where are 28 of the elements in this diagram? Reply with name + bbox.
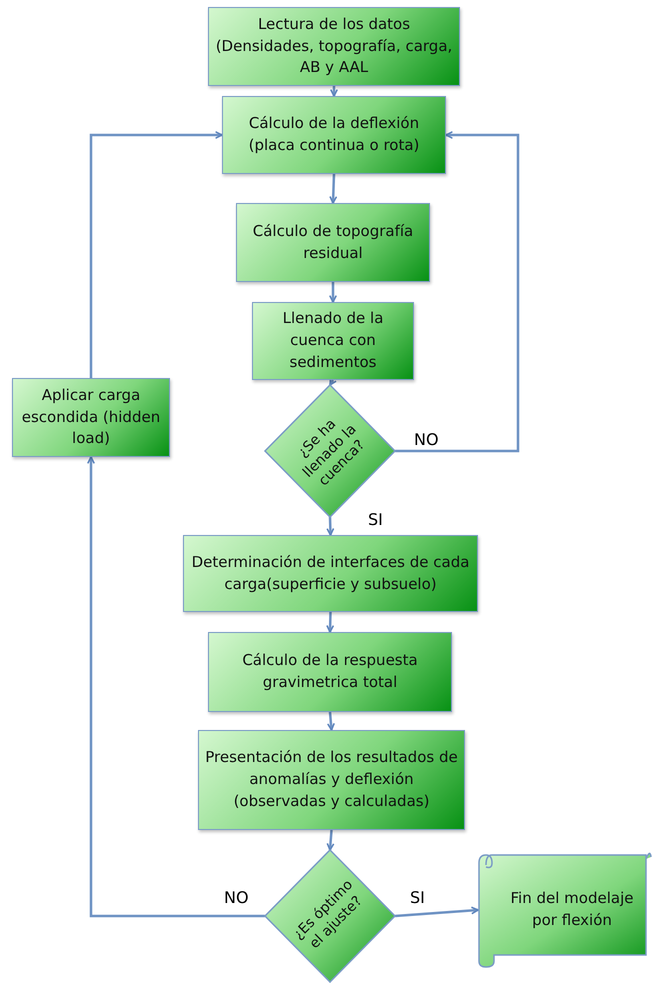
arrow — [329, 174, 338, 204]
node-text: Fin del modelaje por flexión — [510, 888, 634, 931]
arrow — [90, 131, 223, 378]
node-text: Cálculo de la respuesta gravimetrica total — [241, 650, 419, 693]
arrow — [395, 131, 520, 452]
node-text: Determinación de interfaces de cada carga(superficie y subsuelo) — [190, 552, 470, 594]
node-text: Cálculo de topografía residual — [252, 220, 414, 264]
arrow — [326, 830, 334, 851]
process-box — [208, 7, 460, 86]
arrow — [329, 282, 337, 303]
process-box — [198, 730, 465, 830]
arrow — [330, 86, 338, 97]
process-box — [222, 96, 446, 174]
process-box — [252, 302, 414, 380]
node-text: Cálculo de la deflexión (placa continua o rota) — [248, 113, 420, 156]
node-text: Presentación de los resultados de anomalías y deflexión (observadas y calculadas) — [204, 747, 459, 812]
node-text: Aplicar carga escondida (hidden load) — [20, 384, 162, 450]
process-box — [236, 203, 430, 282]
process-box — [208, 632, 452, 712]
process-box — [183, 535, 478, 612]
arrow — [326, 612, 334, 633]
arrow — [326, 712, 335, 731]
node-text: Llenado de la cuenca con sedimentos — [282, 308, 384, 373]
process-box — [12, 378, 170, 457]
arrow — [394, 906, 479, 918]
arrow — [326, 516, 334, 536]
arrow — [87, 456, 265, 918]
node-text: Lectura de los datos (Densidades, topografía, carga, AB y AAL — [214, 14, 454, 78]
